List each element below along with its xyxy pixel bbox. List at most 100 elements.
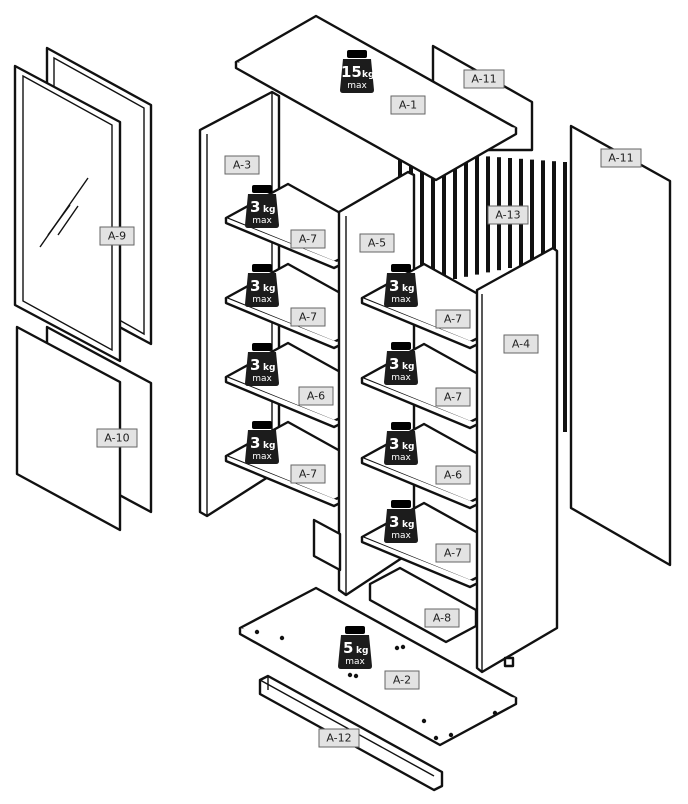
part-label-text: A-3 <box>233 159 251 172</box>
part-label-text: A-1 <box>399 99 417 112</box>
slat <box>475 155 479 275</box>
support-block <box>312 518 342 572</box>
right-shelf-edge <box>360 298 479 350</box>
part-label-text: A-7 <box>444 391 462 404</box>
svg-text:kg: kg <box>263 441 275 451</box>
svg-text:5: 5 <box>343 639 353 657</box>
svg-text:kg: kg <box>263 284 275 294</box>
part-label-a-5: A-5 <box>359 233 395 253</box>
part-label-text: A-9 <box>108 230 126 243</box>
slat <box>431 152 435 284</box>
part-label-a-2: A-2 <box>384 670 420 690</box>
part-label-text: A-5 <box>368 237 386 250</box>
screw-hole <box>448 732 454 738</box>
part-label-a-7d: A-7 <box>435 309 471 329</box>
part-label-text: A-11 <box>471 73 496 86</box>
right-shelf-edge <box>360 378 479 430</box>
part-label-text: A-6 <box>307 390 325 403</box>
screw-hole <box>492 710 498 716</box>
part-label-a-11a: A-11 <box>463 69 505 89</box>
svg-text:kg: kg <box>263 363 275 373</box>
svg-text:kg: kg <box>362 70 374 80</box>
svg-text:15: 15 <box>341 63 362 81</box>
svg-text:3: 3 <box>250 198 260 216</box>
slat <box>464 154 468 277</box>
part-label-text: A-10 <box>104 432 129 445</box>
part-label-a-9: A-9 <box>99 226 135 246</box>
part-label-a-4: A-4 <box>503 334 539 354</box>
svg-text:max: max <box>391 453 411 463</box>
part-label-a-3: A-3 <box>224 155 260 175</box>
slat <box>530 159 534 264</box>
part-label-a-7f: A-7 <box>435 543 471 563</box>
part-label-a-7b: A-7 <box>290 307 326 327</box>
part-label-a-6a: A-6 <box>298 386 334 406</box>
svg-text:3: 3 <box>389 435 399 453</box>
part-label-text: A-8 <box>433 612 451 625</box>
slat <box>420 151 424 286</box>
slat <box>442 153 446 282</box>
svg-text:kg: kg <box>402 520 414 530</box>
part-label-text: A-7 <box>444 313 462 326</box>
slat <box>563 162 567 432</box>
svg-text:kg: kg <box>263 205 275 215</box>
right-side-panel <box>475 246 559 674</box>
part-label-text: A-4 <box>512 338 530 351</box>
part-label-a-7a: A-7 <box>290 229 326 249</box>
screw-hole <box>254 629 260 635</box>
svg-text:3: 3 <box>250 434 260 452</box>
svg-text:3: 3 <box>389 355 399 373</box>
glass-door-front <box>13 64 122 363</box>
part-label-a-8: A-8 <box>424 608 460 628</box>
part-label-text: A-6 <box>444 469 462 482</box>
part-label-a-6b: A-6 <box>435 465 471 485</box>
part-label-text: A-7 <box>299 233 317 246</box>
part-label-text: A-13 <box>495 209 520 222</box>
part-label-text: A-2 <box>393 674 411 687</box>
part-label-text: A-11 <box>608 152 633 165</box>
part-label-a-13: A-13 <box>487 205 529 225</box>
part-label-a-12: A-12 <box>318 728 360 748</box>
screw-hole <box>279 635 285 641</box>
svg-text:kg: kg <box>402 362 414 372</box>
screw-hole <box>394 645 400 651</box>
svg-text:3: 3 <box>389 513 399 531</box>
part-label-a-11b: A-11 <box>600 148 642 168</box>
part-label-a-7c: A-7 <box>290 464 326 484</box>
screw-hole <box>400 644 406 650</box>
part-label-text: A-12 <box>326 732 351 745</box>
svg-text:3: 3 <box>250 356 260 374</box>
svg-text:kg: kg <box>402 284 414 294</box>
foot <box>503 656 515 668</box>
right-shelf-edge <box>360 458 479 510</box>
svg-text:max: max <box>391 373 411 383</box>
svg-text:max: max <box>391 295 411 305</box>
part-label-text: A-7 <box>299 468 317 481</box>
screw-hole <box>347 672 353 678</box>
part-label-text: A-7 <box>444 547 462 560</box>
part-label-text: A-7 <box>299 311 317 324</box>
svg-text:max: max <box>252 374 272 384</box>
svg-text:max: max <box>391 531 411 541</box>
lower-door-front <box>15 325 122 532</box>
screw-hole <box>433 735 439 741</box>
svg-text:max: max <box>347 81 367 91</box>
svg-text:3: 3 <box>389 277 399 295</box>
svg-text:3: 3 <box>250 277 260 295</box>
back-panel-a11-right <box>569 124 672 567</box>
right-shelf-edge <box>360 537 479 589</box>
bottom-panel-edge <box>238 628 518 747</box>
screw-hole <box>353 673 359 679</box>
svg-text:max: max <box>252 452 272 462</box>
screw-hole <box>421 718 427 724</box>
